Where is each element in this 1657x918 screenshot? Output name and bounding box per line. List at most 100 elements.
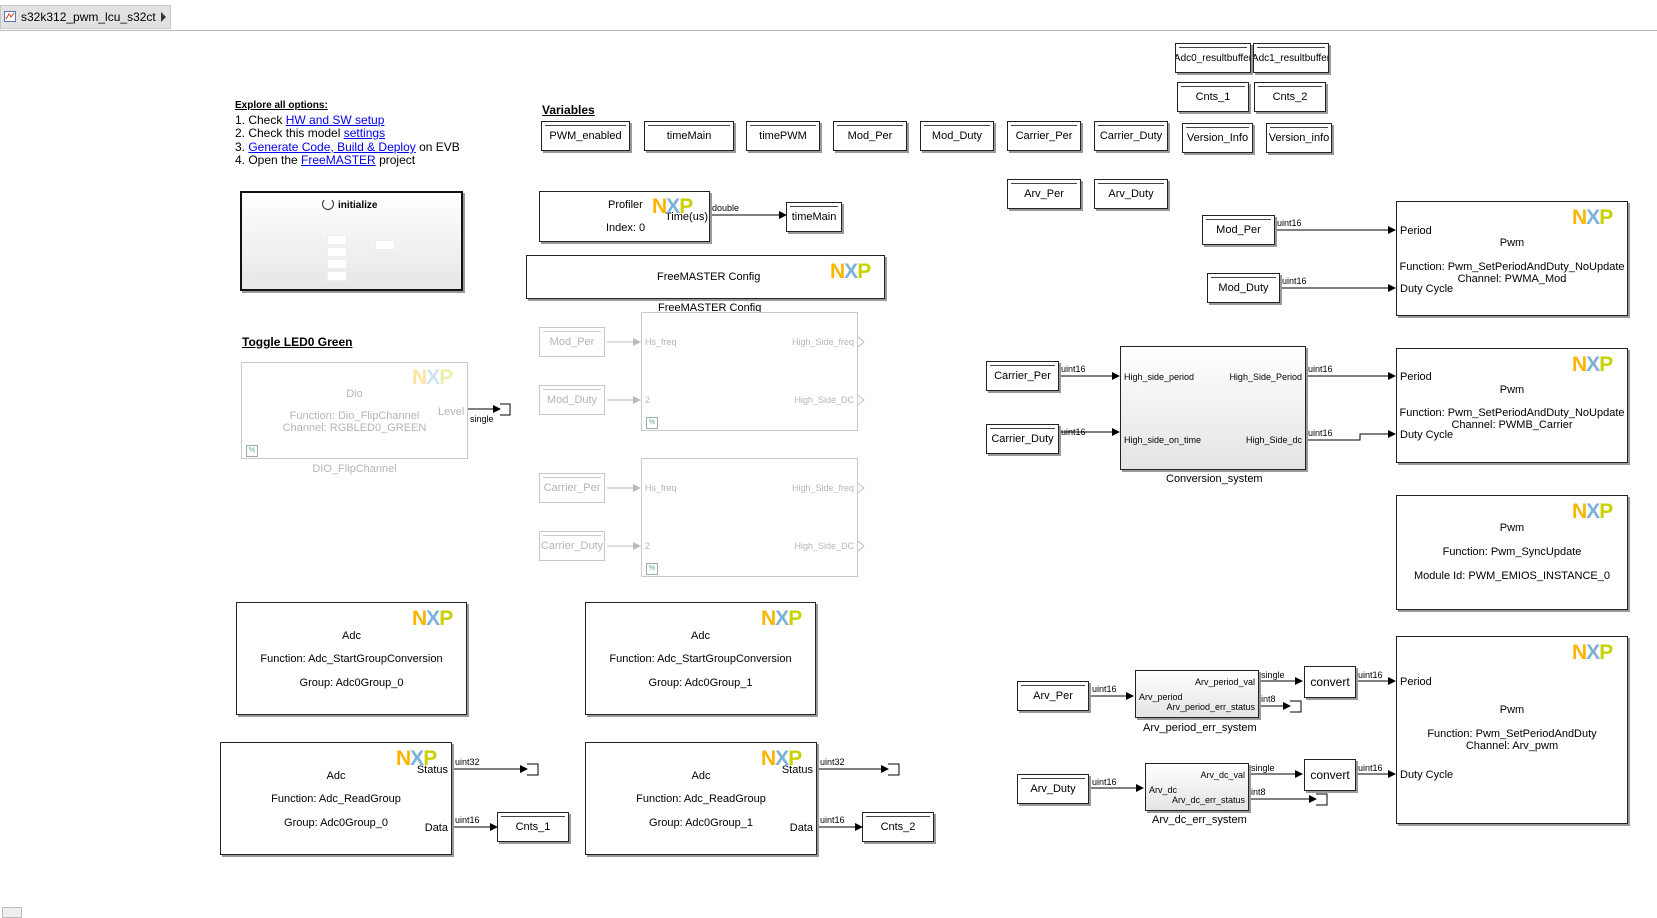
variable-timemain[interactable]: timeMain bbox=[644, 121, 734, 151]
profiler-port: Time(us) bbox=[665, 211, 708, 223]
mod-subsystem-block[interactable]: Hs_freq 2 High_Side_freq High_Side_DC % bbox=[641, 312, 858, 431]
nxp-logo-icon: NXP bbox=[761, 607, 802, 630]
variable-cnts-1[interactable]: Cnts_1 bbox=[1177, 82, 1249, 112]
from-carrier-duty[interactable]: Carrier_Duty bbox=[539, 531, 605, 561]
port-label: High_Side_dc bbox=[1245, 435, 1302, 445]
convert-block[interactable]: convert bbox=[1304, 666, 1356, 698]
signal-type: uint16 bbox=[1308, 428, 1333, 438]
model-tab[interactable]: s32k312_pwm_lcu_s32ct bbox=[0, 5, 171, 29]
port-label: Arv_period_val bbox=[1194, 677, 1255, 687]
variable-version-info-2[interactable]: Version_info bbox=[1266, 123, 1332, 153]
profiler-index: Index: 0 bbox=[606, 222, 646, 234]
variable-version-info[interactable]: Version_Info bbox=[1182, 123, 1253, 153]
adc-read-group0-block[interactable]: Adc Function: Adc_ReadGroup Group: Adc0G… bbox=[220, 742, 452, 855]
arv-dc-err-system-block[interactable]: Arv_dc Arv_dc_val Arv_dc_err_status bbox=[1145, 763, 1249, 811]
adc-read-group1-block[interactable]: Adc Function: Adc_ReadGroup Group: Adc0G… bbox=[585, 742, 817, 855]
nxp-logo-icon: NXP bbox=[1572, 353, 1613, 376]
model-canvas[interactable]: Explore all options: 1. Check HW and SW … bbox=[0, 31, 1657, 918]
port-label: High_side_on_time bbox=[1124, 435, 1202, 445]
pwm-carrier-block[interactable]: Period Duty Cycle Pwm Function: Pwm_SetP… bbox=[1396, 348, 1628, 463]
pwm-mod-block[interactable]: Period Duty Cycle Pwm Function: Pwm_SetP… bbox=[1396, 201, 1628, 316]
from-carrier-per[interactable]: Carrier_Per bbox=[986, 361, 1059, 391]
variable-mod-duty[interactable]: Mod_Duty bbox=[920, 121, 994, 151]
signal-type: single bbox=[1261, 670, 1285, 680]
from-mod-per[interactable]: Mod_Per bbox=[539, 327, 605, 357]
settings-link[interactable]: settings bbox=[343, 126, 386, 140]
carrier-subsystem-block[interactable]: Hs_freq 2 High_Side_freq High_Side_DC % bbox=[641, 458, 858, 577]
generate-code-link[interactable]: Generate Code, Build & Deploy bbox=[248, 140, 416, 154]
port-label: High_Side_freq bbox=[791, 337, 854, 347]
pwm-sync-update-block[interactable]: Pwm Function: Pwm_SyncUpdate Module Id: … bbox=[1396, 495, 1628, 610]
inner-block bbox=[327, 247, 347, 257]
signal-type: int8 bbox=[1261, 694, 1276, 704]
signal-type: uint16 bbox=[1061, 427, 1086, 437]
signal-type: uint32 bbox=[455, 757, 480, 767]
expand-arrow-icon[interactable] bbox=[160, 12, 166, 22]
model-browser-toggle-icon[interactable] bbox=[2, 907, 22, 918]
variable-pwm-enabled[interactable]: PWM_enabled bbox=[541, 121, 630, 151]
data-port: Data bbox=[789, 822, 813, 834]
profiler-title: Profiler bbox=[608, 199, 643, 211]
block-name: Adc bbox=[342, 630, 361, 642]
block-channel: Channel: Arv_pwm bbox=[1465, 740, 1559, 752]
port-label: Hs_freq bbox=[645, 483, 677, 493]
variable-arv-per[interactable]: Arv_Per bbox=[1007, 179, 1081, 209]
block-group: Group: Adc0Group_0 bbox=[299, 677, 404, 689]
port-label: Arv_period bbox=[1139, 692, 1183, 702]
adc-start-group1-block[interactable]: Adc Function: Adc_StartGroupConversion G… bbox=[585, 602, 816, 715]
from-carrier-duty[interactable]: Carrier_Duty bbox=[986, 424, 1059, 454]
dio-function: Function: Dio_FlipChannel bbox=[289, 410, 420, 422]
initialize-block[interactable]: initialize bbox=[240, 191, 463, 291]
pwm-arv-block[interactable]: Period Duty Cycle Pwm Function: Pwm_SetP… bbox=[1396, 636, 1628, 824]
arv-period-err-system-block[interactable]: Arv_period Arv_period_val Arv_period_err… bbox=[1135, 670, 1259, 718]
freemaster-link[interactable]: FreeMASTER bbox=[301, 153, 376, 167]
variable-arv-duty[interactable]: Arv_Duty bbox=[1094, 179, 1168, 209]
signal-type: uint16 bbox=[1277, 218, 1302, 228]
from-arv-duty[interactable]: Arv_Duty bbox=[1017, 774, 1089, 804]
variable-adc0-resultbuffer[interactable]: Adc0_resultbuffer bbox=[1175, 43, 1251, 73]
from-mod-per[interactable]: Mod_Per bbox=[1202, 215, 1275, 245]
nxp-logo-icon: NXP bbox=[830, 260, 871, 283]
freemaster-config-block[interactable]: FreeMASTER Config NXP bbox=[526, 255, 885, 299]
goto-cnts-2[interactable]: Cnts_2 bbox=[862, 812, 934, 842]
status-port: Status bbox=[416, 764, 448, 776]
dio-caption: DIO_FlipChannel bbox=[312, 463, 397, 475]
adc-start-group0-block[interactable]: Adc Function: Adc_StartGroupConversion G… bbox=[236, 602, 467, 715]
dio-block-name: Dio bbox=[346, 388, 363, 400]
arv-dc-caption: Arv_dc_err_system bbox=[1152, 814, 1247, 826]
port-label: Arv_period_err_status bbox=[1166, 702, 1255, 712]
convert-block[interactable]: convert bbox=[1304, 759, 1356, 791]
block-group: Group: Adc0Group_1 bbox=[649, 817, 753, 829]
variables-title: Variables bbox=[542, 103, 595, 117]
explore-step-4: 4. Open the FreeMASTER project bbox=[235, 153, 416, 167]
variable-adc1-resultbuffer[interactable]: Adc1_resultbuffer bbox=[1253, 43, 1329, 73]
power-icon bbox=[322, 198, 334, 210]
library-link-icon: % bbox=[646, 417, 658, 429]
from-mod-duty[interactable]: Mod_Duty bbox=[539, 385, 605, 415]
variable-timepwm[interactable]: timePWM bbox=[746, 121, 820, 151]
dio-flipchannel-block[interactable]: Dio Function: Dio_FlipChannel Channel: R… bbox=[241, 362, 468, 459]
signal-type: uint16 bbox=[1358, 670, 1383, 680]
from-carrier-per[interactable]: Carrier_Per bbox=[539, 473, 605, 503]
variable-cnts-2[interactable]: Cnts_2 bbox=[1254, 82, 1326, 112]
variable-mod-per[interactable]: Mod_Per bbox=[833, 121, 907, 151]
profiler-block[interactable]: Profiler Index: 0 Time(us) NXP bbox=[539, 191, 710, 242]
variable-carrier-per[interactable]: Carrier_Per bbox=[1007, 121, 1081, 151]
port-label: Arv_dc_err_status bbox=[1171, 795, 1245, 805]
signal-type: uint16 bbox=[455, 815, 480, 825]
conversion-system-block[interactable]: High_side_period High_side_on_time High_… bbox=[1120, 346, 1306, 470]
goto-timemain[interactable]: timeMain bbox=[786, 202, 842, 232]
duty-cycle-port: Duty Cycle bbox=[1400, 769, 1454, 781]
variable-carrier-duty[interactable]: Carrier_Duty bbox=[1094, 121, 1168, 151]
block-name: Adc bbox=[691, 770, 711, 782]
from-arv-per[interactable]: Arv_Per bbox=[1017, 681, 1089, 711]
hw-sw-setup-link[interactable]: HW and SW setup bbox=[285, 113, 385, 127]
nxp-logo-icon: NXP bbox=[412, 366, 453, 389]
from-mod-duty[interactable]: Mod_Duty bbox=[1207, 273, 1280, 303]
block-channel: Channel: PWMB_Carrier bbox=[1451, 419, 1573, 431]
goto-cnts-1[interactable]: Cnts_1 bbox=[497, 812, 569, 842]
model-tab-bar: s32k312_pwm_lcu_s32ct bbox=[0, 0, 1657, 31]
block-function: Function: Adc_ReadGroup bbox=[636, 793, 766, 805]
conversion-caption: Conversion_system bbox=[1166, 473, 1263, 485]
explore-step-2: 2. Check this model settings bbox=[235, 126, 386, 140]
